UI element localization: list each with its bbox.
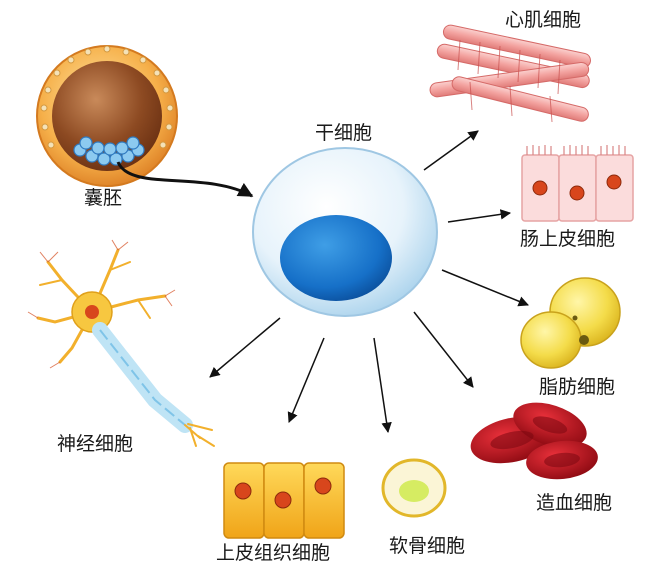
cartilage-cell-illustration (381, 458, 447, 518)
label-intestinal: 肠上皮细胞 (520, 228, 616, 250)
stem-cell-illustration (252, 147, 438, 317)
arrow-to-epithelial (287, 337, 325, 423)
intestinal-epithelium-illustration (521, 145, 634, 222)
cardiac-muscle-illustration (429, 24, 591, 123)
differentiation-arrows (209, 130, 529, 434)
nerve-cell-illustration (27, 239, 215, 447)
label-nerve: 神经细胞 (57, 433, 134, 455)
label-fat: 脂肪细胞 (539, 376, 616, 398)
label-blastocyst: 囊胚 (84, 187, 123, 209)
label-stem-cell: 干细胞 (315, 122, 373, 144)
arrow-to-intestinal (447, 209, 512, 223)
fat-cell-illustration (520, 277, 621, 369)
arrow-to-nerve (209, 317, 281, 378)
label-epithelial: 上皮组织细胞 (216, 542, 331, 564)
arrow-to-cardiac (423, 130, 479, 171)
label-cartilage: 软骨细胞 (389, 535, 466, 557)
arrow-to-blood (413, 311, 474, 388)
arrow-to-fat (441, 269, 529, 307)
blood-cell-illustration (470, 402, 598, 480)
blastocyst-illustration (36, 45, 178, 187)
label-cardiac: 心肌细胞 (505, 9, 582, 31)
label-blood: 造血细胞 (536, 492, 613, 514)
epithelial-tissue-illustration (223, 462, 345, 539)
blastocyst-arrow (116, 161, 254, 198)
arrow-to-cartilage (373, 337, 392, 434)
